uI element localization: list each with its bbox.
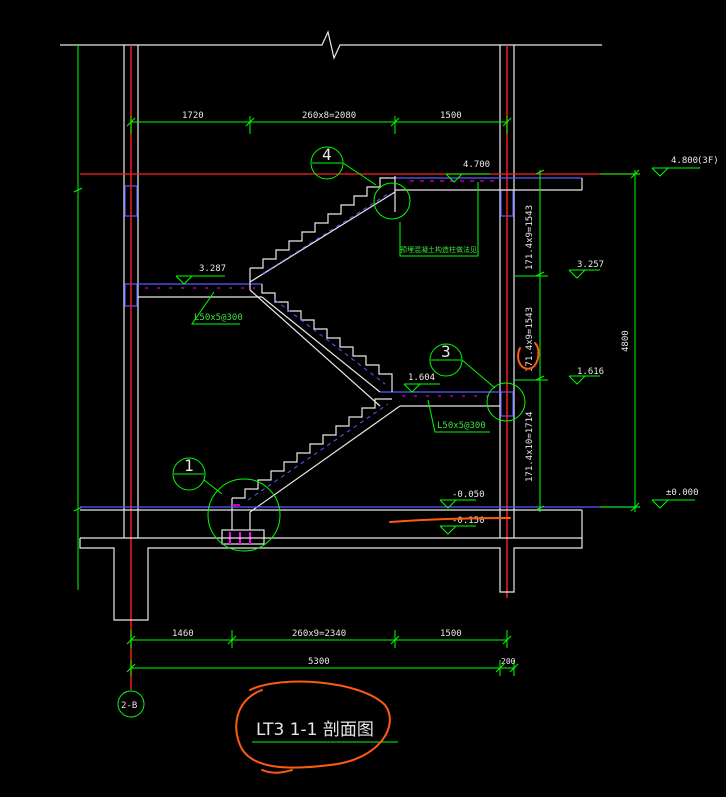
bottom-dimension-chain (126, 630, 519, 676)
drawing-title: LT3 1-1 剖面图 (256, 720, 374, 740)
construction-note: 预埋混凝土构造柱做法见 (400, 245, 477, 254)
dim-bottom-left: 1460 (172, 629, 194, 639)
dim-bottom-right: 1500 (440, 629, 462, 639)
detail-marker-4-number: 4 (322, 145, 332, 164)
right-landing (380, 391, 500, 407)
dim-bottom-total: 5300 (308, 657, 330, 667)
right-dimension-chain (515, 169, 640, 512)
dim-bottom-end: 200 (501, 657, 516, 666)
rebar-label-upper: L50x5@300 (194, 313, 243, 323)
dim-lower-flight: 171.4x10=1714 (525, 412, 535, 482)
detail-marker-1 (172, 457, 281, 552)
dim-top-right: 1500 (440, 111, 462, 121)
elev-mid-landing: 3.287 (199, 264, 226, 274)
elev-ground-inner: -0.050 (452, 490, 485, 500)
dim-middle-flight: 171.4x9=1543 (525, 307, 535, 372)
dim-top-mid: 260x8=2080 (302, 111, 356, 121)
dim-upper-flight: 171.4x9=1543 (525, 205, 535, 270)
ground-slab (79, 506, 640, 621)
rebar-label-lower: L50x5@300 (437, 421, 486, 431)
dim-bottom-mid: 260x9=2340 (292, 629, 346, 639)
rebar-leaders (191, 182, 490, 433)
top-break-line (60, 30, 602, 60)
elev-1604: 1.604 (408, 373, 435, 383)
elev-top-floor: 4.800 (671, 156, 698, 166)
top-dimension-chain (126, 116, 512, 134)
detail-marker-1-number: 1 (184, 456, 194, 475)
dim-overall-height: 4800 (621, 330, 631, 352)
dim-top-left: 1720 (182, 111, 204, 121)
elev-ground: ±0.000 (666, 488, 699, 498)
stair-foundation (221, 504, 265, 545)
detail-marker-3-number: 3 (441, 342, 451, 361)
orange-markup (235, 342, 540, 774)
elev-ground-lower: -0.150 (452, 516, 485, 526)
elev-1616: 1.616 (577, 367, 604, 377)
middle-flight (249, 284, 393, 407)
left-dim-line (73, 45, 83, 590)
upper-flight (249, 177, 396, 290)
elev-upper-landing: 4.700 (463, 160, 490, 170)
detail-marker-3 (429, 343, 526, 422)
grid-axis-label: 2-B (121, 701, 137, 711)
elev-top-floor-note: (3F) (697, 156, 719, 166)
grid-axis-bubble (117, 690, 145, 718)
upper-floor-slab (80, 173, 640, 212)
elevation-symbols (175, 167, 700, 535)
flight-inner-lines (247, 193, 389, 501)
detail-marker-4 (310, 146, 411, 220)
left-landing (138, 283, 262, 298)
elev-3257: 3.257 (577, 260, 604, 270)
